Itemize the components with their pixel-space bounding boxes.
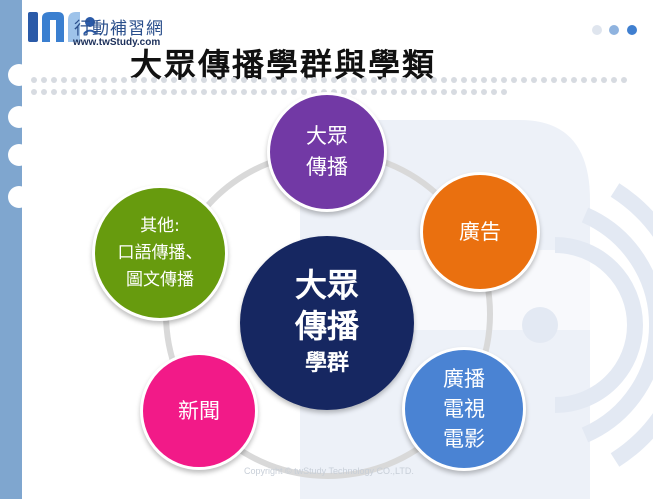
node-label: 其他: 口語傳播、 圖文傳播 xyxy=(117,215,203,290)
center-node: 大眾 傳播 學群 xyxy=(240,236,414,410)
center-node-label: 大眾 傳播 xyxy=(294,266,359,345)
corner-dot-icon xyxy=(627,25,637,35)
copyright-text: Copyright © twStudy Technology CO.,LTD. xyxy=(244,466,414,476)
node-label: 新聞 xyxy=(178,398,220,423)
logo-icon xyxy=(28,12,97,42)
corner-dot-icon xyxy=(609,25,619,35)
logo-name: 行動補習網 xyxy=(74,19,164,39)
node-journalism: 新聞 xyxy=(140,352,258,470)
strip-scallop xyxy=(8,106,30,128)
node-label: 廣告 xyxy=(459,219,501,244)
node-mass-communication: 大眾 傳播 xyxy=(267,92,387,212)
logo-url: www.twStudy.com xyxy=(73,37,161,48)
node-advertising: 廣告 xyxy=(420,172,540,292)
node-label: 廣播 電視 電影 xyxy=(443,367,485,451)
node-broadcast-tv-film: 廣播 電視 電影 xyxy=(402,347,526,471)
corner-dot-icon xyxy=(592,25,602,35)
strip-scallop xyxy=(8,186,30,208)
node-others: 其他: 口語傳播、 圖文傳播 xyxy=(92,185,228,321)
strip-scallop xyxy=(8,64,30,86)
strip-scallop xyxy=(8,144,30,166)
node-label: 大眾 傳播 xyxy=(306,124,348,179)
dotted-divider xyxy=(30,88,510,96)
center-node-sublabel: 學群 xyxy=(304,351,349,376)
dotted-divider xyxy=(30,76,630,84)
